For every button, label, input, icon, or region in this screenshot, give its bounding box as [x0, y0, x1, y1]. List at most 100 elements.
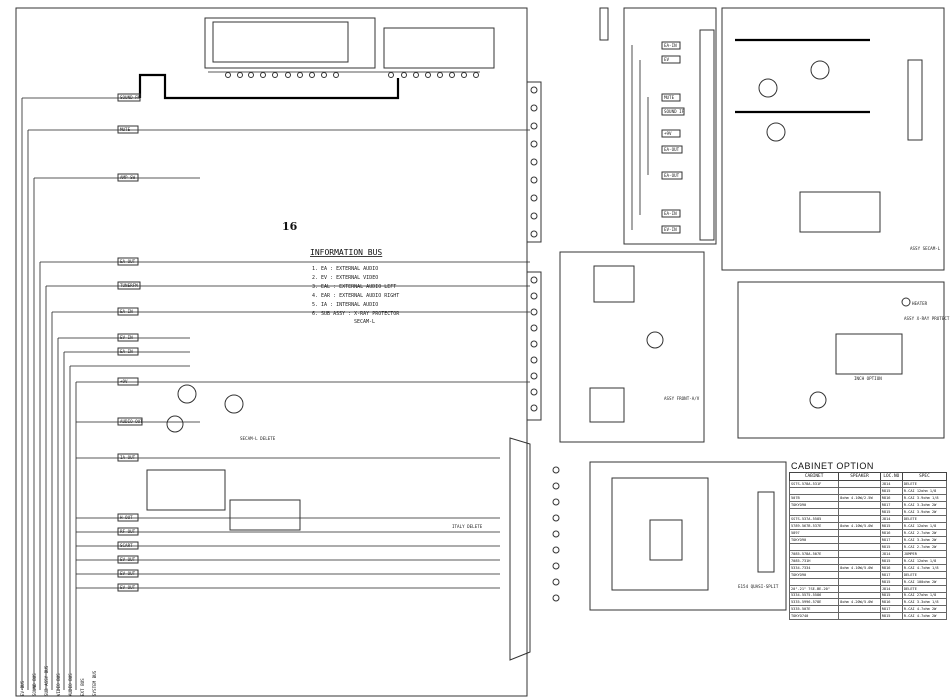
bottom-bus-tag: SUB ASSY BUS: [44, 665, 49, 696]
front-av-panel: [559, 251, 705, 443]
table-cell-cabinet: 5334-5575-5586: [788, 591, 840, 600]
info-bus-line: 1. EA : EXTERNAL AUDIO: [312, 266, 378, 272]
bus-tag: AUDIO-OUT: [120, 419, 143, 424]
secam-connector: [907, 59, 923, 141]
table-cell-cabinet: TOKYO740: [788, 612, 840, 621]
switch-block: [146, 469, 226, 511]
scart-connector: [509, 437, 531, 661]
info-bus-line: 5. IA : INTERNAL AUDIO: [312, 302, 378, 308]
info-bus-line: SECAM-L: [354, 319, 375, 325]
table-cell-speaker: [838, 556, 881, 565]
bus-tag: EA-IN: [120, 309, 133, 314]
bus-tag: SOUND-FM: [120, 95, 141, 100]
table-cell-cabinet: 5789-567B-537E: [788, 521, 840, 530]
table-cell-speaker: 8ohm 4.20W/5.0W: [838, 598, 881, 607]
bus-tag: EV-IN: [120, 335, 133, 340]
table-cell-speaker: 8ohm 4.10W/5.0W: [838, 563, 881, 572]
table-cell-cabinet: 7085-731H: [788, 556, 840, 565]
right-top-vertical-lines: [631, 45, 649, 230]
table-cell-cabinet: 5897: [788, 528, 840, 537]
table-cell-speaker: 8ohm 4.10W/2.5W: [838, 493, 881, 502]
table-cell-cabinet: TOKYO90: [788, 500, 840, 509]
svg-text:+9V: +9V: [664, 131, 672, 136]
table-cell-loc: R816: [879, 493, 903, 502]
table-cell-loc: J814: [879, 549, 903, 558]
bus-tag: EV-OUT: [120, 557, 136, 562]
col-header: LOC.NO: [879, 472, 903, 481]
bottom-bus-tag: AUDIO BUS: [68, 673, 73, 696]
table-cell-spec: R-CAI 3.9ohm 2W: [901, 507, 948, 516]
table-cell-cabinet: 5335-507E: [788, 605, 840, 614]
bottom-bus-tag: SYSTEM BUS: [92, 670, 97, 696]
table-cell-spec: R-CAI 27ohm 1/8: [901, 591, 948, 600]
table-cell-speaker: [838, 591, 881, 600]
bottom-bus-tag: EV-BUS: [20, 680, 25, 696]
cabinet-option-title: CABINET OPTION: [791, 461, 874, 471]
table-cell-spec: DELETE: [901, 584, 948, 593]
table-cell-spec: R-CAI 100ohm 2W: [901, 577, 948, 586]
resistor-network: [229, 499, 301, 531]
svg-text:EV: EV: [664, 57, 670, 62]
table-cell-loc: R817: [879, 500, 903, 509]
table-cell-speaker: [838, 542, 881, 551]
left-bus-lines: [21, 98, 77, 690]
italy-delete-label: ITALY DELETE: [452, 524, 483, 529]
table-cell-cabinet: 5335-5996-578E: [788, 598, 840, 607]
table-cell-cabinet: [788, 486, 840, 495]
table-cell-spec: DELETE: [901, 514, 948, 523]
bus-tag: EV-OUT: [120, 585, 136, 590]
table-cell-speaker: [838, 480, 881, 488]
heater-label: HEATER: [912, 301, 928, 306]
bus-tag: IA-OUT: [120, 455, 136, 460]
table-cell-spec: R-CAI 4.7ohm 2W: [901, 605, 948, 614]
table-cell-loc: R815: [879, 521, 903, 530]
svg-text:EA-IN: EA-IN: [664, 43, 677, 48]
table-cell-spec: DELETE: [901, 480, 948, 488]
info-bus-line: 2. EV : EXTERNAL VIDEO: [312, 275, 378, 281]
bus-tag: AMP-SW: [120, 175, 136, 180]
table-cell-speaker: [838, 612, 881, 621]
xray-panel: [737, 281, 945, 439]
table-cell-spec: R-CAI 3.3ohm 2W: [901, 500, 948, 509]
table-cell-loc: R816: [879, 598, 903, 607]
table-cell-cabinet: TOKYO90: [788, 535, 840, 544]
table-cell-spec: R-CAI 2.7ohm 2W: [901, 528, 948, 537]
inch-option-label: INCH OPTION: [854, 376, 882, 381]
table-cell-spec: R-CAI 3.3ohm 2W: [901, 535, 948, 544]
connector-panel-top: [623, 7, 717, 245]
table-cell-loc: R815: [879, 542, 903, 551]
table-cell-speaker: [838, 577, 881, 586]
bus-tag: SCART: [120, 543, 133, 548]
front-av-label: ASSY FRONT-A/V: [664, 396, 700, 401]
table-cell-spec: R-CAI 12ohm 1/8: [901, 556, 948, 565]
table-cell-speaker: [838, 605, 881, 614]
table-cell-speaker: [838, 570, 881, 579]
table-cell-cabinet: 507B: [788, 493, 840, 502]
svg-text:SOUND IF: SOUND IF: [664, 109, 685, 114]
table-cell-loc: R817: [879, 535, 903, 544]
table-cell-spec: R-CAI 2.7ohm 2W: [901, 542, 948, 551]
transistor-q1: [177, 384, 197, 404]
secam-panel: [721, 7, 945, 271]
front-jack: [589, 387, 625, 423]
xray-label: ASSY X-RAY PROTECT: [904, 316, 950, 321]
bottom-bus-tag: SOUND BUS: [32, 673, 37, 696]
connector-column: [699, 29, 715, 241]
table-cell-loc: R816: [879, 563, 903, 572]
svg-text:EA-OUT: EA-OUT: [664, 147, 680, 152]
table-cell-loc: J814: [879, 584, 903, 593]
table-cell-loc: J814: [879, 480, 903, 488]
right-top-tags: EA-IN EV MUTE SOUND IF +9V EA-OUT EA-OUT…: [661, 41, 685, 234]
table-cell-cabinet: SSTS-537A-5585: [788, 514, 840, 523]
bus-tag: H-OUT: [120, 515, 133, 520]
table-cell-spec: R-CAI 12ohm 1/8: [901, 521, 948, 530]
col-header: CABINET: [788, 472, 840, 481]
table-cell-loc: J814: [879, 514, 903, 523]
